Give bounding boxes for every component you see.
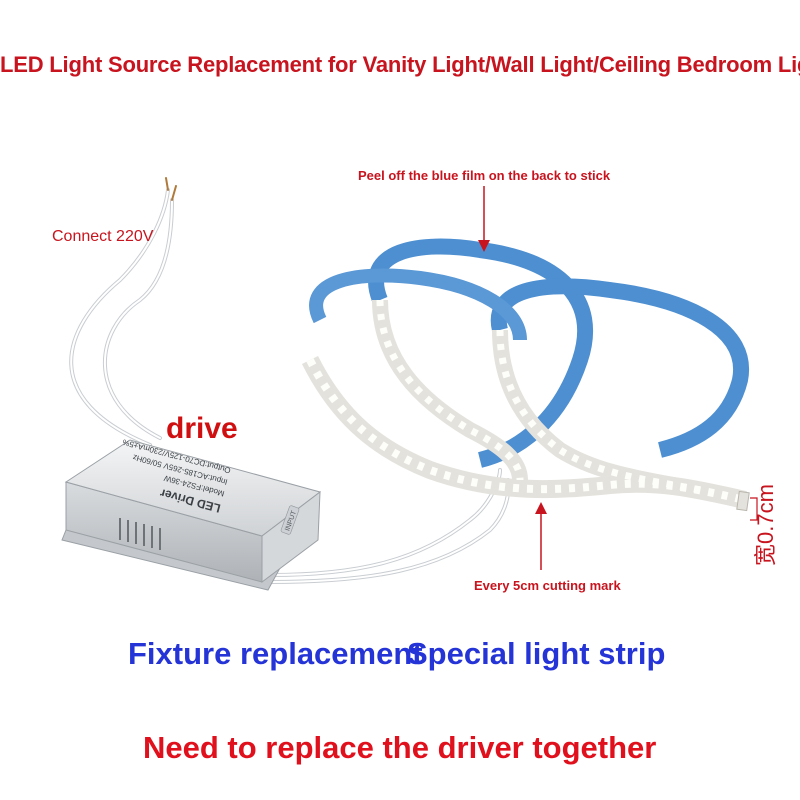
cutting-arrow — [535, 502, 547, 570]
width-bracket — [750, 497, 758, 521]
drive-label: drive — [166, 412, 238, 445]
peel-label: Peel off the blue film on the back to st… — [358, 168, 611, 183]
connect-label: Connect 220V — [52, 228, 154, 245]
led-strip — [301, 238, 750, 512]
peel-arrow — [478, 186, 490, 252]
input-wires — [69, 177, 177, 447]
special-light-strip-label: Special light strip — [407, 636, 666, 671]
cutting-mark-label: Every 5cm cutting mark — [474, 578, 621, 593]
width-label: 宽0.7cm — [753, 484, 778, 566]
fixture-replacement-label: Fixture replacement — [128, 636, 423, 671]
replace-driver-notice: Need to replace the driver together — [143, 730, 657, 765]
led-driver: LED Driver Model:FS24-36W Input:AC185-26… — [61, 437, 322, 591]
headline: LED Light Source Replacement for Vanity … — [0, 52, 800, 77]
